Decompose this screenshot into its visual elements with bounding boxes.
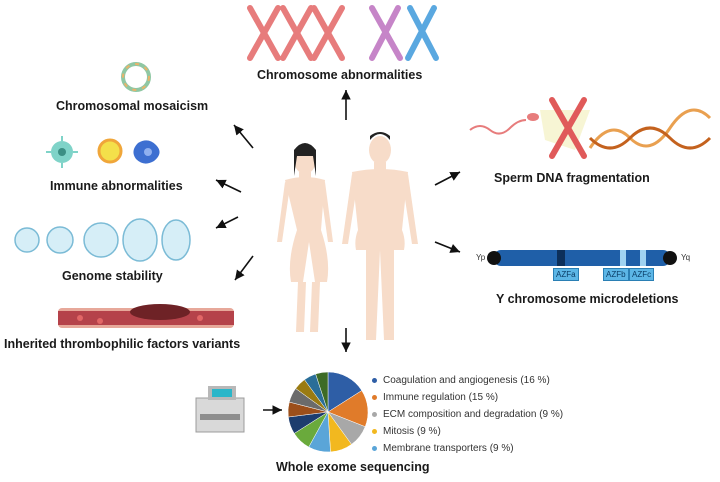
legend-item: Membrane transporters (9 %)	[372, 443, 514, 454]
azfc-region: AZFc	[629, 268, 655, 281]
chromosome-group-red	[247, 5, 345, 61]
legend-item: Immune regulation (15 %)	[372, 392, 498, 403]
legend-dot	[372, 377, 377, 383]
azfb-region: AZFb	[603, 268, 629, 281]
legend-label: Membrane transporters (9 %)	[383, 443, 514, 454]
legend-label: Mitosis (9 %)	[383, 426, 441, 437]
label-immune-abnormalities: Immune abnormalities	[50, 179, 183, 193]
legend-dot	[372, 445, 377, 451]
genome-stability-cells-icon	[14, 218, 191, 262]
sequencer-icon	[195, 386, 245, 433]
pie-slice	[315, 371, 329, 413]
legend-label: Coagulation and angiogenesis (16 %)	[383, 375, 550, 386]
label-chromosome-abnormalities: Chromosome abnormalities	[257, 68, 423, 82]
y-right-end: Yq	[681, 253, 691, 262]
azfa-region: AZFa	[553, 268, 579, 281]
label-chromosomal-mosaicism: Chromosomal mosaicism	[56, 99, 209, 113]
label-y-microdeletions: Y chromosome microdeletions	[496, 292, 679, 306]
mosaicism-cell-icon	[121, 62, 151, 92]
legend-item: Mitosis (9 %)	[372, 426, 441, 437]
sperm-dna-icon	[469, 97, 712, 159]
legend-dot	[372, 394, 377, 400]
immune-cells-icon	[46, 136, 160, 168]
wes-pie-chart	[287, 371, 369, 453]
label-wes: Whole exome sequencing	[276, 460, 430, 474]
label-sperm-dna: Sperm DNA fragmentation	[494, 171, 650, 185]
legend-item: Coagulation and angiogenesis (16 %)	[372, 375, 550, 386]
arrows	[215, 90, 461, 415]
legend-label: ECM composition and degradation (9 %)	[383, 409, 564, 420]
y-left-end: Yp	[476, 253, 486, 262]
label-genome-stability: Genome stability	[62, 269, 163, 283]
label-thrombophilic: Inherited thrombophilic factors variants	[4, 337, 241, 351]
legend-item: ECM composition and degradation (9 %)	[372, 409, 563, 420]
legend-dot	[372, 411, 377, 417]
y-chromosome-bar	[487, 250, 677, 266]
chromosome-pair-colored	[369, 5, 439, 61]
male-figure	[342, 132, 418, 340]
legend-label: Immune regulation (15 %)	[383, 392, 499, 403]
legend-dot	[372, 428, 377, 434]
blood-vessel-icon	[58, 304, 234, 328]
female-figure	[277, 143, 333, 332]
